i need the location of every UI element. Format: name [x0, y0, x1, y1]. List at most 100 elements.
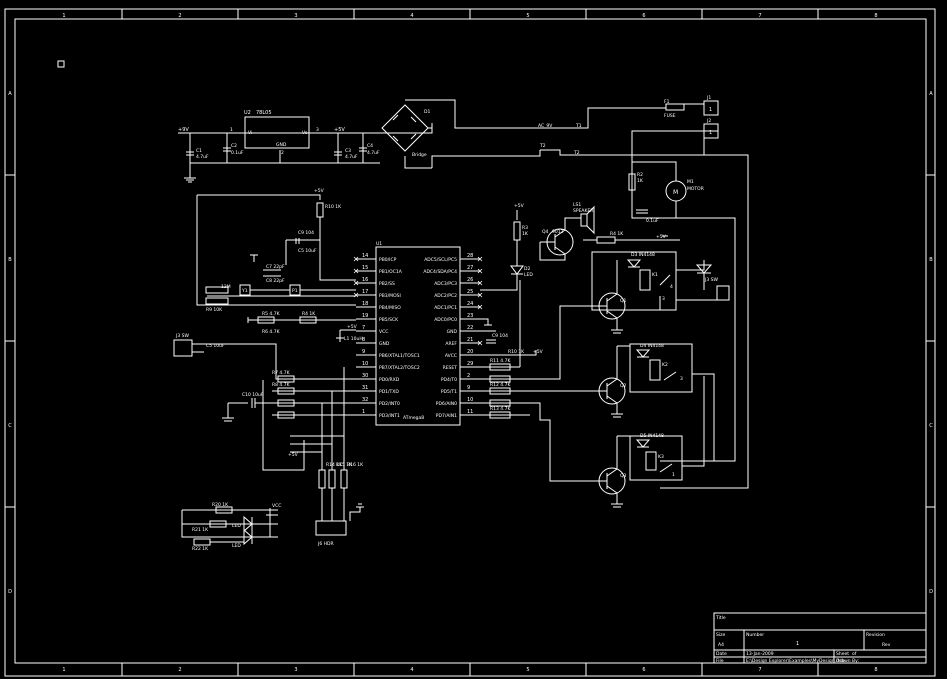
mcu-pin: PB2/SS [379, 281, 395, 287]
mcu-left-pins: PB0/ICP PB1/OC1A PB2/SS PB3/MOSI PB4/MIS… [356, 253, 420, 419]
part-label: K2 [662, 362, 668, 368]
sheet-label: Sheet [836, 651, 849, 657]
cap-ref: 0.1uF [646, 218, 659, 224]
part-label: K1 [652, 272, 658, 278]
col-marker: 1 [62, 667, 65, 673]
cap-value: 0.1uF [231, 150, 244, 156]
net-label: T1 [575, 123, 582, 129]
part-label: R16 1K [347, 462, 364, 468]
origin-marker [57, 60, 65, 68]
drawn-label: Drawn By: [836, 658, 859, 664]
net-label: AC_9V [538, 123, 553, 129]
relay-k3: D5 IN4148 K3 1 [617, 376, 705, 481]
part-label: R13 4.7K [490, 406, 511, 412]
date-label: Date [716, 651, 727, 657]
motor-ref: M1 [687, 179, 694, 185]
part-label: R4 1K [302, 311, 316, 317]
col-marker: 1 [62, 13, 65, 19]
mcu-atmega8: U1 ATmega8 PB0/ICP PB1/OC1A PB2/SS PB3/M… [353, 241, 544, 426]
file-label: File [716, 658, 724, 664]
mcu-pin-num: 2 [467, 373, 470, 379]
part-label: R7 4.7K [272, 370, 291, 376]
ground-symbol [184, 173, 196, 183]
cap-value: 4.7uF [367, 150, 380, 156]
mcu-ref: U1 [376, 241, 382, 247]
relay-k2: D4 IN4148 K2 3 [617, 343, 715, 461]
speaker [580, 213, 588, 227]
connector-ref: J2 [706, 118, 711, 124]
fuse-ref: F1 [664, 99, 670, 105]
part-label: R5 4.7K [262, 311, 281, 317]
no-connect-markers [353, 256, 483, 346]
mcu-pin: PD5/T1 [441, 389, 457, 395]
regulator-pin: 2 [281, 150, 284, 156]
frame-column-markers-bottom: 1 2 3 4 5 6 7 8 [62, 667, 877, 673]
mcu-pin: RESET [443, 365, 458, 371]
mcu-pin-num: 31 [362, 385, 368, 391]
driver-q2: Q2 [598, 346, 627, 418]
mcu-pin-num: 32 [362, 397, 368, 403]
part-label: Q3 [620, 473, 627, 479]
part-label: R10 1K [325, 204, 342, 210]
col-marker: 8 [874, 13, 877, 19]
mcu-pin-num: 16 [362, 277, 368, 283]
part-label: 9012 [552, 229, 564, 235]
mcu-pin-num: 10 [362, 361, 368, 367]
mcu-pin: GND [379, 341, 390, 347]
part-label: R8 4.7K [272, 382, 291, 388]
cap-ref: C4 [367, 143, 373, 149]
number-value: 1 [796, 641, 799, 647]
part-label: 1 [672, 472, 675, 478]
part-label: L1 10uH [344, 336, 363, 342]
mcu-pin-num: 9 [362, 349, 365, 355]
part-label: J3 SW [175, 333, 189, 339]
part-label: LS1 [573, 202, 581, 208]
mcu-pin-num: 18 [362, 301, 368, 307]
mcu-body [375, 246, 461, 426]
size-label: Size [716, 632, 725, 638]
part-label: R14 1K [326, 462, 343, 468]
part-label: LED [524, 272, 533, 278]
row-marker: D [8, 589, 12, 595]
row-marker: A [8, 91, 12, 97]
mcu-pin-num: 9 [467, 385, 470, 391]
col-marker: 7 [758, 13, 761, 19]
part-label: 12M [221, 284, 231, 290]
mcu-pin: PB1/OC1A [379, 269, 403, 275]
mcu-pin: PB4/MISO [379, 305, 401, 311]
part-label: P1 [292, 288, 298, 294]
col-marker: 2 [178, 667, 181, 673]
regulator-vo: Vo [302, 130, 308, 136]
left-network: +5V R10 1K C9 104 C5 10uF C7 22pF C8 22p… [196, 188, 363, 342]
mcu-pin-num: 20 [467, 349, 473, 355]
cap-ref: C2 [231, 143, 237, 149]
part-label: Q4 [542, 229, 549, 235]
mcu-pin: PD4/T0 [441, 377, 457, 383]
part-label: K3 [658, 454, 664, 460]
mcu-pin: AVCC [445, 353, 457, 359]
part-label: R3 [522, 225, 528, 231]
cap-value: 4.7uF [345, 154, 358, 160]
frame-row-markers: A B C D A B C D [8, 91, 933, 595]
connector-j1: J1 1 [703, 95, 719, 116]
mcu-pin-num: 15 [362, 265, 368, 271]
row-marker: B [8, 257, 12, 263]
mcu-pin: ADC5/SCL/PC5 [424, 257, 457, 263]
mcu-pin-num: 26 [467, 277, 473, 283]
col-marker: 5 [526, 13, 529, 19]
resistor-ref: 1K [637, 178, 644, 184]
date-value: 13-Jan-2009 [746, 651, 774, 657]
mcu-pin: PD0/RXD [379, 377, 400, 383]
relay-k1: D3 IN4148 K1 4 3 J3 SW [591, 251, 730, 311]
motor-label: M [673, 189, 678, 196]
col-marker: 3 [294, 667, 297, 673]
bridge-rectifier: D1 Bridge [381, 99, 563, 169]
driver-q1: Q1 [598, 260, 627, 334]
buzzer-led: +5V R3 1K D2 LED Q4 9012 LS1 SPEAKER R4 … [480, 202, 680, 291]
revision-label: Revision [866, 632, 885, 638]
cap-ref: C1 [196, 148, 202, 154]
mcu-pin: GND [447, 329, 458, 335]
mcu-pin: PB3/MOSI [379, 293, 401, 299]
relay-drivers: Q1 Q2 Q3 D3 IN4148 K1 4 3 J3 SW [591, 251, 730, 508]
